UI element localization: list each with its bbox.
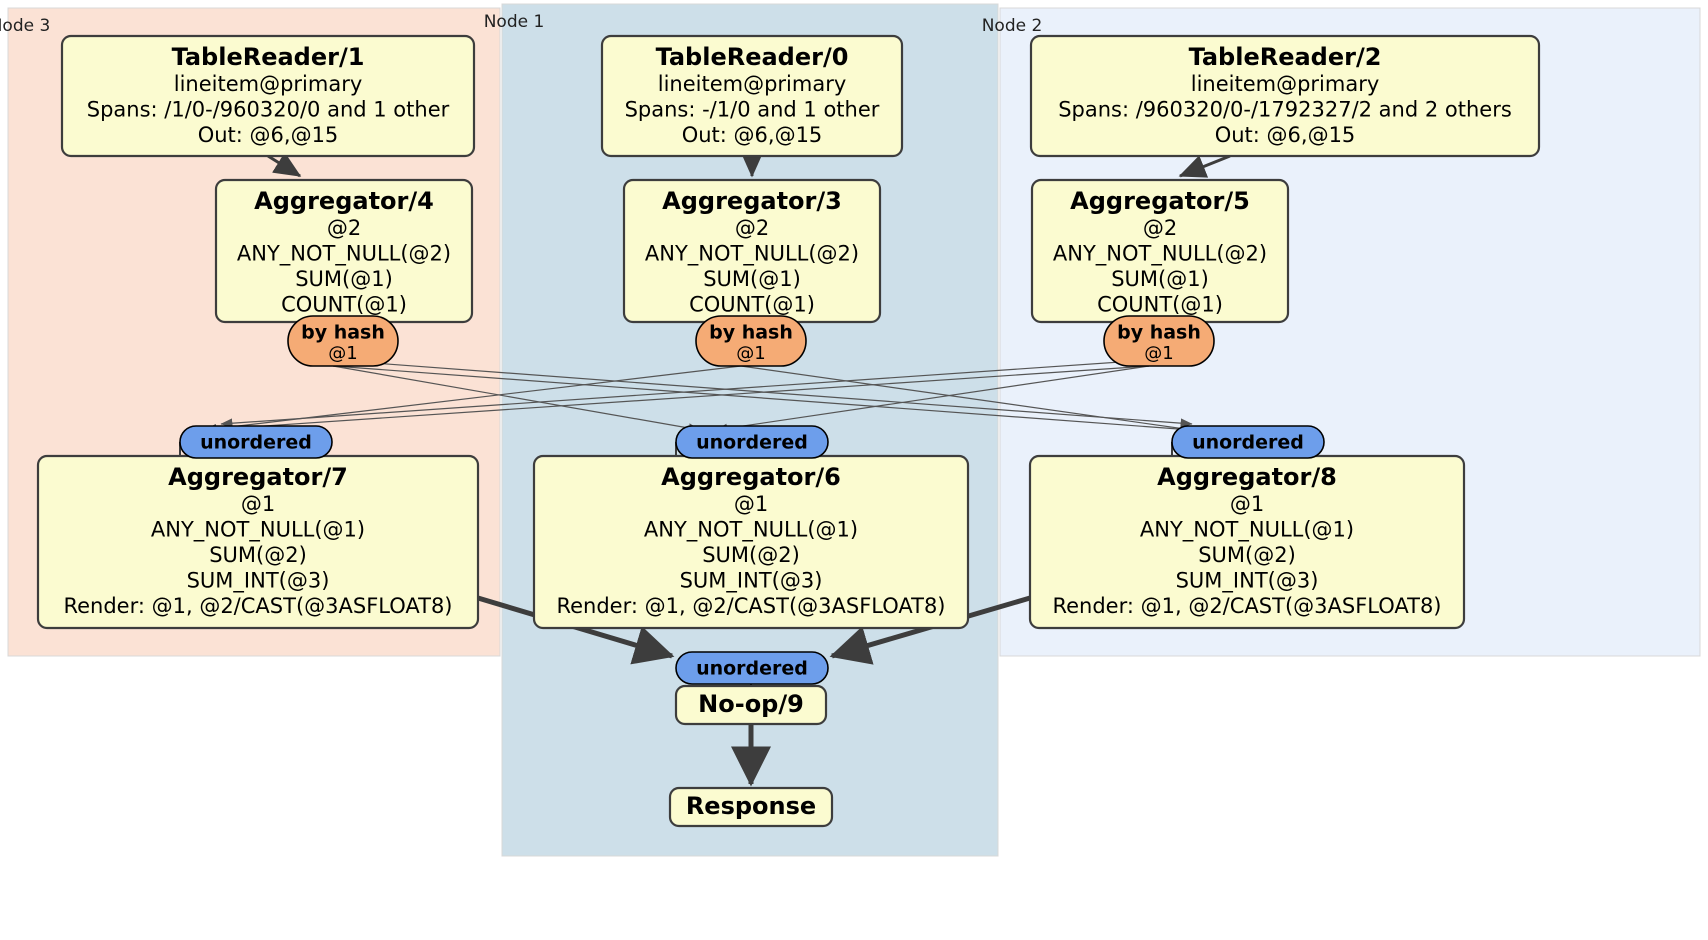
stream-pill-sublabel: @1 (328, 343, 357, 364)
edge-router-stream (740, 365, 1193, 434)
stream-pill-unordered7[interactable]: unordered (179, 425, 333, 459)
processor-detail-line: @2 (735, 216, 769, 240)
stream-pill-label: unordered (696, 658, 808, 680)
processor-detail-line: SUM(@2) (1198, 543, 1296, 567)
processor-detail-line: lineitem@primary (174, 72, 363, 96)
stream-pill-unordered6[interactable]: unordered (675, 425, 829, 459)
processor-detail-line: COUNT(@1) (689, 293, 815, 317)
stream-pill-label: unordered (1192, 432, 1304, 454)
node-region-label: Node 3 (0, 16, 50, 36)
edge-router-stream (332, 365, 1193, 434)
stream-pill-label: unordered (696, 432, 808, 454)
processor-detail-line: SUM(@1) (295, 267, 393, 291)
processor-title: Aggregator/8 (1157, 463, 1337, 491)
edge-router-stream (220, 359, 1150, 429)
processor-detail-line: SUM(@2) (702, 543, 800, 567)
stream-pill-label: unordered (200, 432, 312, 454)
processor-detail-line: Spans: /960320/0-/1792327/2 and 2 others (1058, 98, 1512, 122)
processor-detail-line: @2 (1143, 216, 1177, 240)
processor-detail-line: Render: @1, @2/CAST(@3ASFLOAT8) (63, 594, 452, 618)
processor-box-aggregator3[interactable]: Aggregator/3@2ANY_NOT_NULL(@2)SUM(@1)COU… (622, 178, 882, 324)
processor-box-aggregator4[interactable]: Aggregator/4@2ANY_NOT_NULL(@2)SUM(@1)COU… (214, 178, 474, 324)
edge-flow (1178, 154, 1231, 178)
processor-detail-line: ANY_NOT_NULL(@1) (151, 518, 365, 543)
stream-pill-unordered9[interactable]: unordered (675, 651, 829, 685)
stream-pill-byhash3[interactable]: by hash@1 (695, 315, 807, 367)
stream-pill-unordered8[interactable]: unordered (1171, 425, 1325, 459)
processor-detail-line: Render: @1, @2/CAST(@3ASFLOAT8) (556, 594, 945, 618)
processor-detail-line: SUM_INT(@3) (1176, 569, 1319, 594)
stream-pill-label: by hash (301, 322, 385, 344)
processor-title: Aggregator/7 (168, 463, 348, 491)
processor-box-aggregator8[interactable]: Aggregator/8@1ANY_NOT_NULL(@1)SUM(@2)SUM… (1028, 454, 1466, 630)
processor-detail-line: SUM(@2) (209, 543, 307, 567)
processor-title: Aggregator/4 (254, 187, 434, 215)
processor-detail-line: Render: @1, @2/CAST(@3ASFLOAT8) (1052, 594, 1441, 618)
stream-pill-sublabel: @1 (736, 343, 765, 364)
stream-pill-byhash4[interactable]: by hash@1 (287, 315, 399, 367)
processor-detail-line: @2 (327, 216, 361, 240)
processor-box-response[interactable]: Response (668, 786, 834, 828)
processor-detail-line: SUM_INT(@3) (680, 569, 823, 594)
processor-detail-line: @1 (241, 492, 275, 516)
processor-title: No-op/9 (698, 690, 804, 718)
processor-detail-line: SUM(@1) (703, 267, 801, 291)
processor-title: Aggregator/3 (662, 187, 842, 215)
processor-detail-line: lineitem@primary (1191, 72, 1380, 96)
edge-router-stream (332, 365, 701, 433)
processor-detail-line: lineitem@primary (658, 72, 847, 96)
processor-title: TableReader/1 (172, 43, 365, 71)
node-region-label: Node 2 (982, 16, 1043, 36)
processor-detail-line: ANY_NOT_NULL(@1) (1140, 518, 1354, 543)
processor-title: Aggregator/6 (661, 463, 841, 491)
processor-title: TableReader/0 (656, 43, 849, 71)
edge-router-stream (715, 365, 1150, 434)
processor-detail-line: SUM_INT(@3) (187, 569, 330, 594)
processor-title: Response (686, 792, 816, 820)
node-region-label: Node 1 (484, 12, 545, 32)
stream-pill-sublabel: @1 (1144, 343, 1173, 364)
stream-pill-byhash5[interactable]: by hash@1 (1103, 315, 1215, 367)
processor-title: Aggregator/5 (1070, 187, 1250, 215)
processor-box-noop9[interactable]: No-op/9 (674, 684, 828, 726)
processor-detail-line: ANY_NOT_NULL(@2) (645, 242, 859, 267)
processor-box-aggregator5[interactable]: Aggregator/5@2ANY_NOT_NULL(@2)SUM(@1)COU… (1030, 178, 1290, 324)
processor-detail-line: Out: @6,@15 (1215, 123, 1356, 147)
processor-detail-line: @1 (1230, 492, 1264, 516)
stream-pill-label: by hash (1117, 322, 1201, 344)
stream-pill-label: by hash (709, 322, 793, 344)
processor-detail-line: Out: @6,@15 (682, 123, 823, 147)
processor-detail-line: ANY_NOT_NULL(@2) (237, 242, 451, 267)
processor-box-aggregator7[interactable]: Aggregator/7@1ANY_NOT_NULL(@1)SUM(@2)SUM… (36, 454, 480, 630)
processor-detail-line: SUM(@1) (1111, 267, 1209, 291)
processor-detail-line: Out: @6,@15 (198, 123, 339, 147)
edge-router-stream (204, 365, 1150, 435)
processor-box-aggregator6[interactable]: Aggregator/6@1ANY_NOT_NULL(@1)SUM(@2)SUM… (532, 454, 970, 630)
processor-detail-line: @1 (734, 492, 768, 516)
processor-detail-line: COUNT(@1) (1097, 293, 1223, 317)
processor-title: TableReader/2 (1189, 43, 1382, 71)
processor-detail-line: ANY_NOT_NULL(@1) (644, 518, 858, 543)
processor-detail-line: ANY_NOT_NULL(@2) (1053, 242, 1267, 267)
edge-router-stream (332, 359, 1193, 428)
processor-detail-line: Spans: -/1/0 and 1 other (625, 98, 880, 122)
edge-flow (267, 152, 302, 178)
processor-detail-line: COUNT(@1) (281, 293, 407, 317)
processor-detail-line: Spans: /1/0-/960320/0 and 1 other (87, 98, 450, 122)
